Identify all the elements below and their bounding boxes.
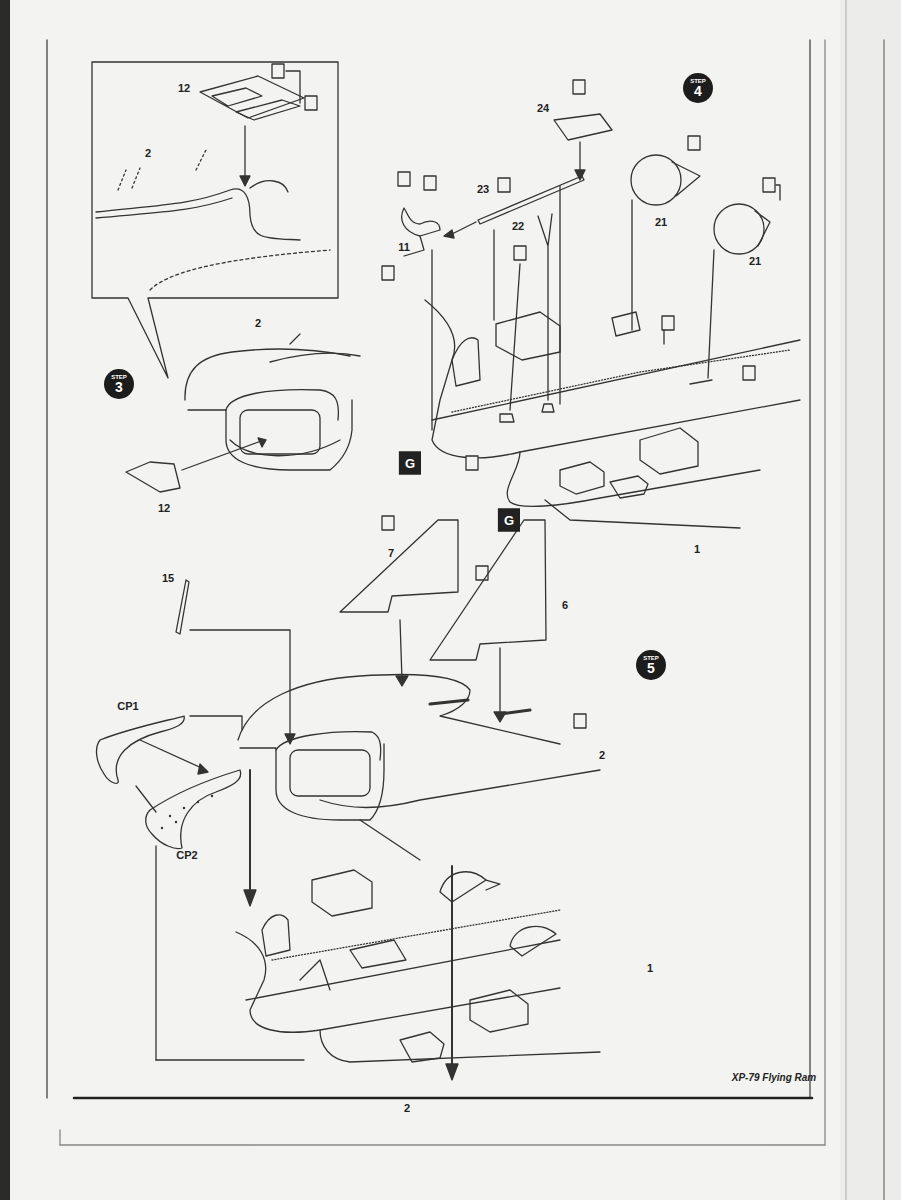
callout-number: CP1 <box>117 700 138 712</box>
callout-number: 12 <box>158 502 170 514</box>
step-number: 3 <box>115 380 123 395</box>
step-badge: STEP5 <box>636 650 666 680</box>
callout-number: 2 <box>255 317 261 329</box>
step-number: 4 <box>694 84 702 99</box>
step-number: 5 <box>647 661 655 676</box>
footer-title: XP-79 Flying Ram <box>732 1072 816 1083</box>
glue-symbol: G <box>498 509 520 532</box>
callout-number: 12 <box>178 82 190 94</box>
callout-number: 21 <box>655 216 667 228</box>
callout-number: 7 <box>388 547 394 559</box>
callout-number: 23 <box>477 183 489 195</box>
callout-number: 24 <box>537 102 549 114</box>
callout-number: 6 <box>562 599 568 611</box>
callout-number: 22 <box>512 220 524 232</box>
callout-number: 1 <box>694 543 700 555</box>
callout-number: 1 <box>647 962 653 974</box>
callout-number: 15 <box>162 572 174 584</box>
callout-number: 2 <box>599 749 605 761</box>
glue-symbol: G <box>399 452 421 475</box>
callout-number: 11 <box>398 241 410 253</box>
callout-number: 2 <box>404 1102 410 1114</box>
callout-number: 21 <box>749 255 761 267</box>
step-badge: STEP3 <box>104 369 134 399</box>
step-badge: STEP4 <box>683 73 713 103</box>
callout-number: 2 <box>145 147 151 159</box>
callout-number: CP2 <box>176 849 197 861</box>
